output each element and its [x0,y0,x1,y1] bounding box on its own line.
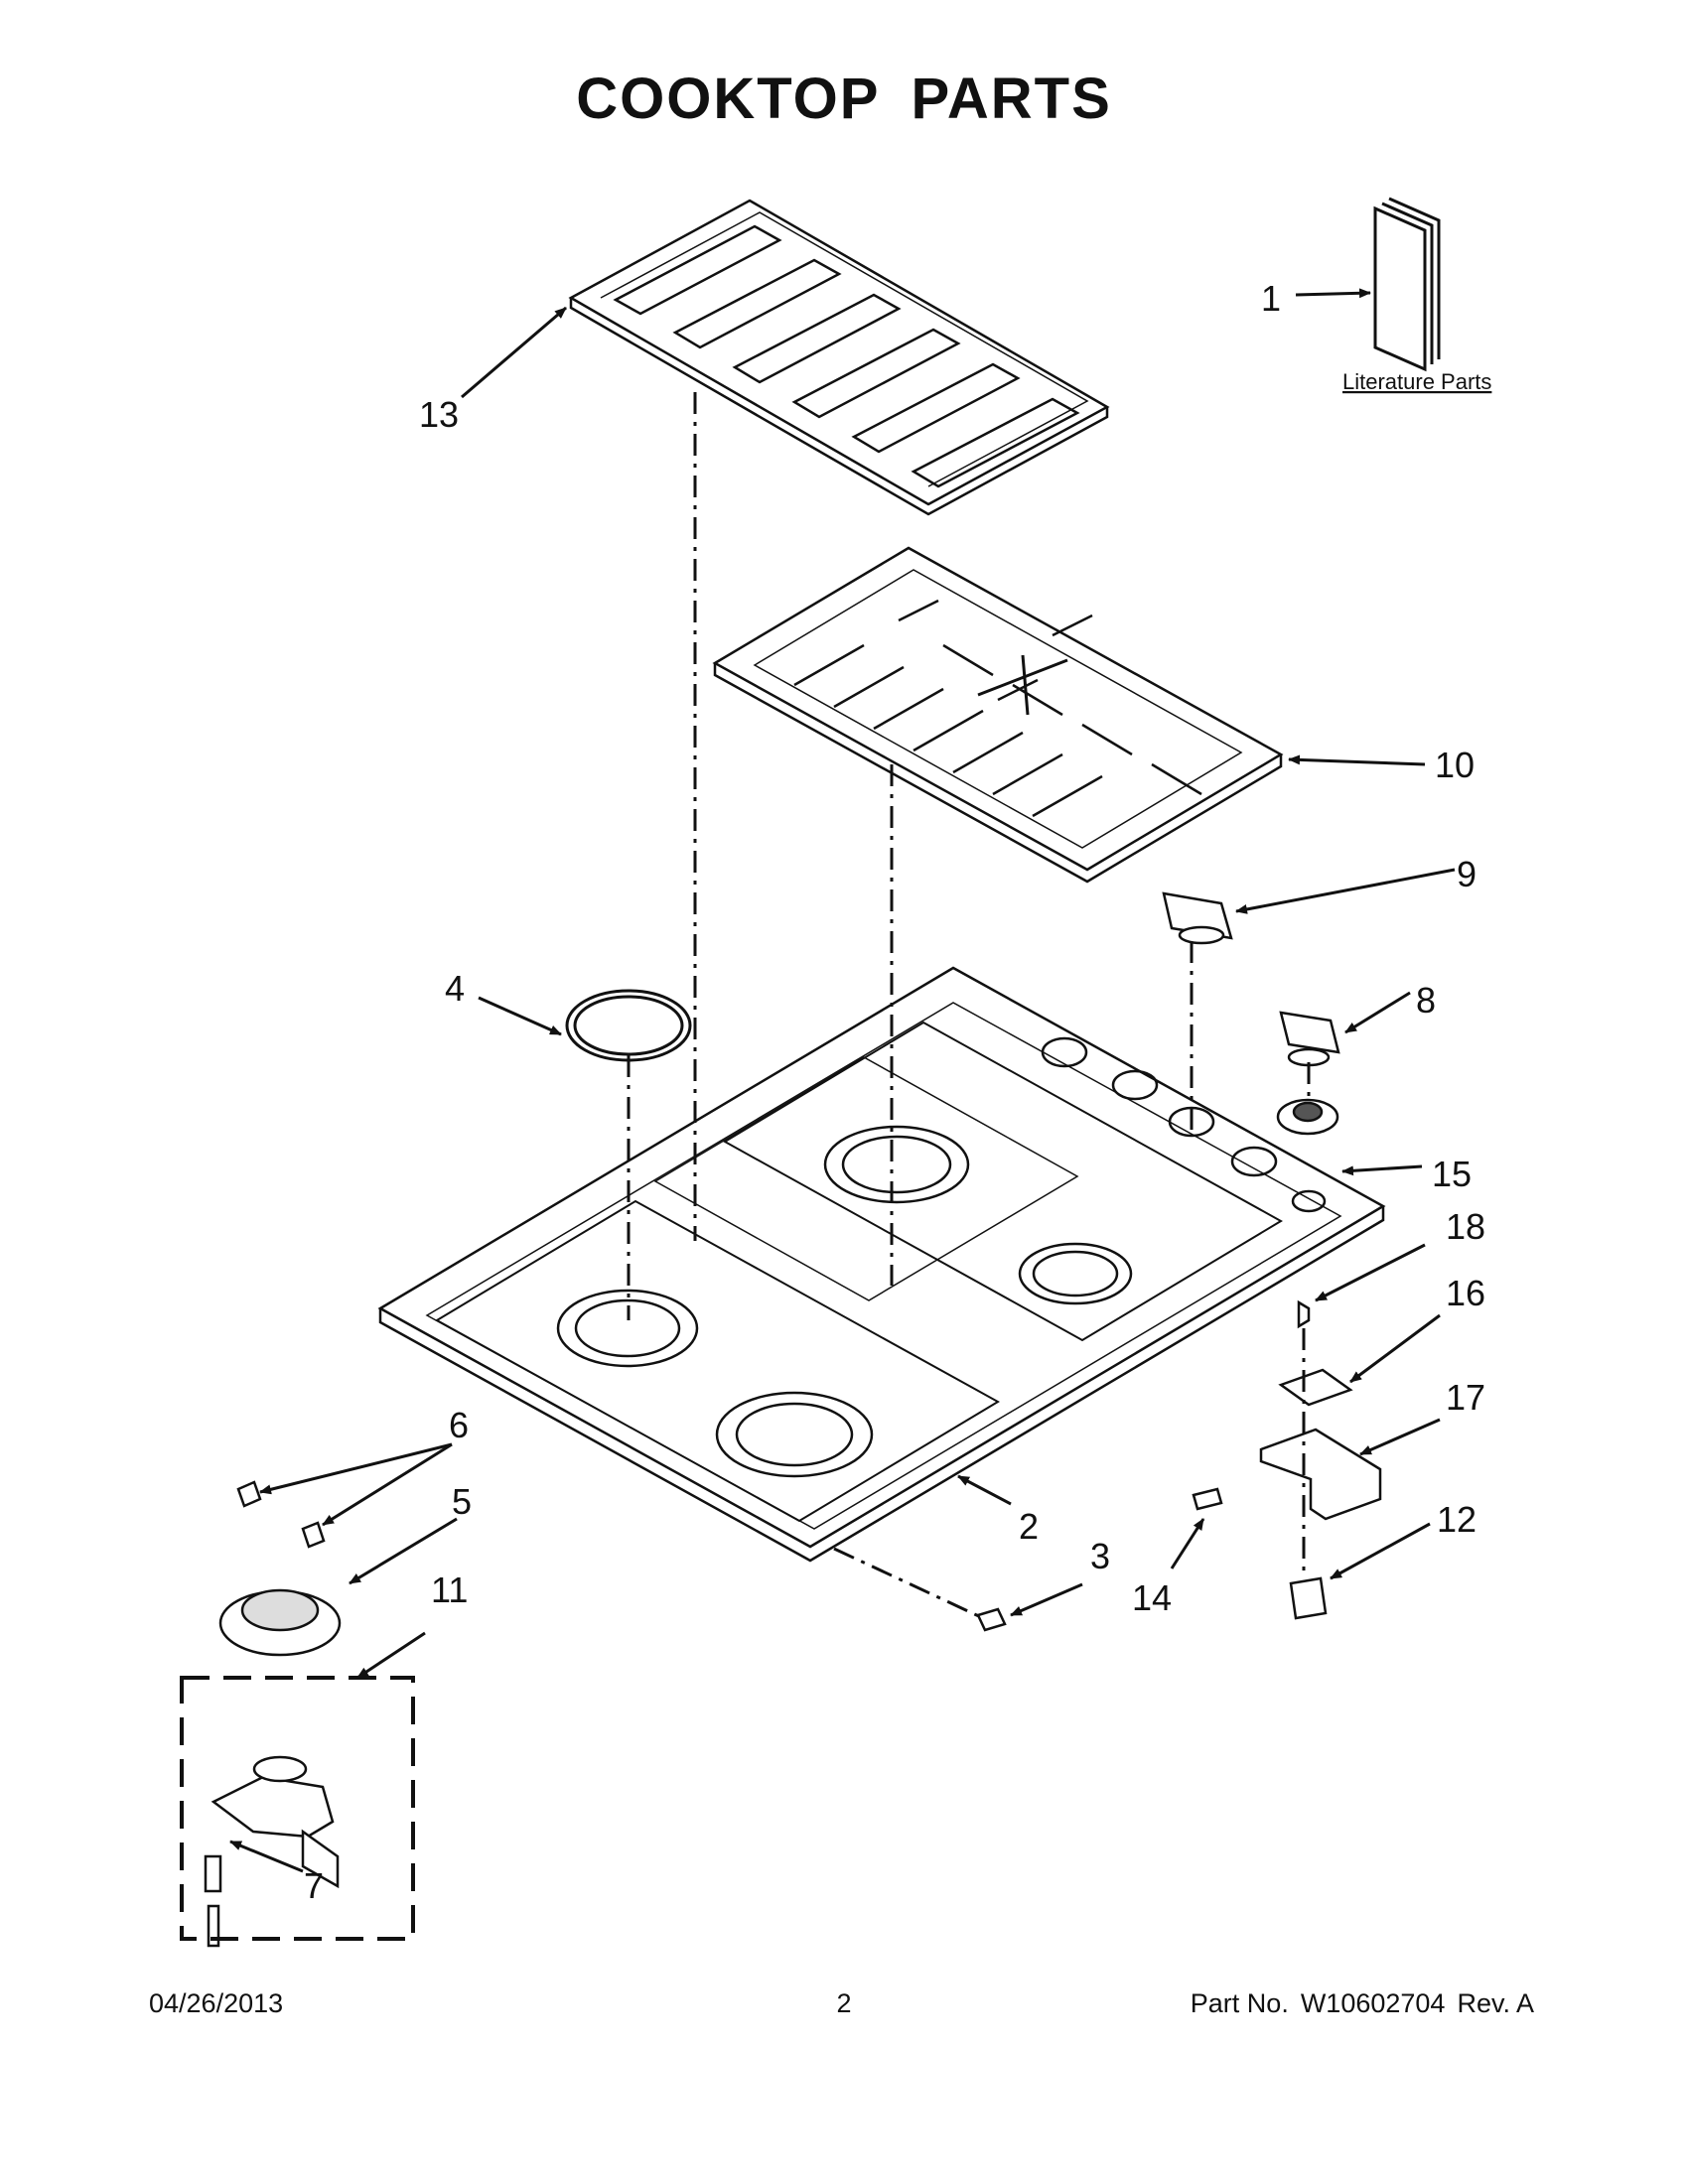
callout-17: 17 [1446,1377,1485,1418]
callout-10: 10 [1435,745,1475,785]
alignment-lines [627,392,1311,1620]
page-title: COOKTOP PARTS [576,67,1112,131]
footer-date: 04/26/2013 [149,1988,284,2018]
griddle-grate-13 [568,199,1110,516]
screw-6b [301,1521,326,1549]
callout-15: 15 [1432,1154,1472,1194]
callout-7: 7 [304,1865,324,1906]
valve-group-dashed-box [180,1676,415,1941]
callout-1: 1 [1261,278,1281,319]
bracket-assembly [1192,1299,1382,1620]
callout-4: 4 [445,968,465,1009]
literature-parts-label: Literature Parts [1342,369,1491,394]
control-knob-9 [1162,891,1233,945]
callout-2: 2 [1019,1506,1039,1547]
callout-11: 11 [431,1570,468,1610]
screw-6a [236,1480,262,1508]
burner-grate-10 [712,546,1284,884]
footer-part-info: Part No. W10602704 Rev. A [1179,1988,1534,2019]
footer-part-prefix: Part No. [1190,1988,1289,2018]
footer-page-number: 2 [836,1988,852,2018]
gasket-ring-4 [565,989,692,1062]
callout-14: 14 [1132,1577,1172,1618]
callout-9: 9 [1457,854,1477,894]
switch-12 [1289,1576,1328,1620]
footer-part-number: W10602704 [1300,1988,1446,2018]
plate-16 [1278,1368,1353,1407]
screw-14 [1192,1487,1223,1511]
cooktop-surface-2 [377,966,1386,1563]
callout-3: 3 [1090,1536,1110,1576]
callout-18: 18 [1446,1206,1485,1247]
bracket-17 [1259,1428,1382,1521]
callout-leaders [229,288,1456,1873]
control-knob-8 [1279,1011,1340,1067]
valve-assembly-11 [204,1755,340,1948]
callout-8: 8 [1416,980,1436,1021]
literature-booklet [1373,197,1441,372]
callout-5: 5 [452,1481,472,1522]
electrode-7 [204,1854,222,1893]
screw-3 [976,1607,1007,1632]
callout-6: 6 [449,1405,469,1445]
knob-bezel-15 [1276,1098,1339,1136]
callout-13: 13 [419,394,459,435]
screw-18 [1297,1299,1311,1329]
burner-parts [218,1480,1007,1657]
callout-16: 16 [1446,1273,1485,1313]
callout-12: 12 [1437,1499,1477,1540]
footer-revision: Rev. A [1457,1988,1534,2018]
